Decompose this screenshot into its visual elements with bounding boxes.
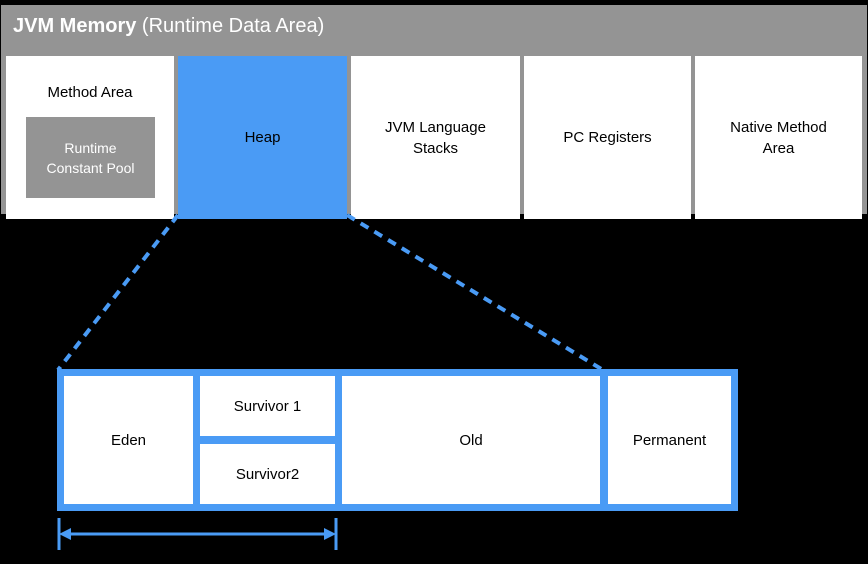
heap-cell-survivor-2[interactable]: Survivor2 bbox=[200, 444, 335, 504]
method-area-label: Method Area bbox=[47, 84, 133, 101]
jvm-stacks-line-1: JVM Language bbox=[385, 118, 486, 136]
jvm-stacks-line-2: Stacks bbox=[412, 139, 458, 157]
dimension-arrowhead-left bbox=[59, 528, 71, 540]
native-method-line-1: Native Method bbox=[730, 118, 827, 136]
runtime-data-area-panel: JVM Memory (Runtime Data Area) Method Ar… bbox=[1, 5, 867, 219]
connector-line-left bbox=[56, 213, 180, 372]
region-method-area[interactable]: Method Area Runtime Constant Pool bbox=[6, 56, 174, 219]
region-jvm-language-stacks[interactable]: JVM Language Stacks bbox=[351, 56, 520, 219]
rcp-line-1: Runtime bbox=[64, 139, 117, 156]
heap-cell-survivor-1[interactable]: Survivor 1 bbox=[200, 376, 335, 436]
rcp-line-2: Constant Pool bbox=[46, 159, 135, 176]
native-method-line-2: Area bbox=[762, 139, 795, 157]
region-heap[interactable]: Heap bbox=[178, 56, 347, 219]
page-title: JVM Memory (Runtime Data Area) bbox=[13, 13, 324, 39]
young-generation-dimension-arrow bbox=[57, 518, 338, 550]
jvm-language-stacks-label: JVM Language Stacks bbox=[385, 117, 486, 159]
heap-detail-panel: Eden Survivor 1 Survivor2 Old Permanent bbox=[57, 369, 738, 511]
runtime-constant-pool-box[interactable]: Runtime Constant Pool bbox=[26, 117, 155, 198]
title-bold-part: JVM Memory bbox=[13, 15, 137, 37]
pc-registers-label: PC Registers bbox=[563, 129, 652, 146]
heap-cell-permanent[interactable]: Permanent bbox=[608, 376, 731, 504]
heap-cell-eden[interactable]: Eden bbox=[64, 376, 193, 504]
survivor-1-label: Survivor 1 bbox=[233, 397, 302, 415]
heap-cell-old[interactable]: Old bbox=[342, 376, 600, 504]
title-light-part: (Runtime Data Area) bbox=[136, 15, 325, 37]
dimension-arrowhead-right bbox=[324, 528, 336, 540]
survivor-2-label: Survivor2 bbox=[235, 465, 300, 483]
old-label: Old bbox=[459, 431, 483, 449]
connector-line-right bbox=[345, 213, 605, 372]
permanent-label: Permanent bbox=[632, 431, 707, 449]
runtime-constant-pool-label: Runtime Constant Pool bbox=[47, 138, 135, 178]
native-method-area-label: Native Method Area bbox=[730, 117, 827, 159]
region-pc-registers[interactable]: PC Registers bbox=[524, 56, 691, 219]
eden-label: Eden bbox=[110, 431, 147, 449]
heap-label: Heap bbox=[244, 129, 281, 146]
region-native-method-area[interactable]: Native Method Area bbox=[695, 56, 862, 219]
